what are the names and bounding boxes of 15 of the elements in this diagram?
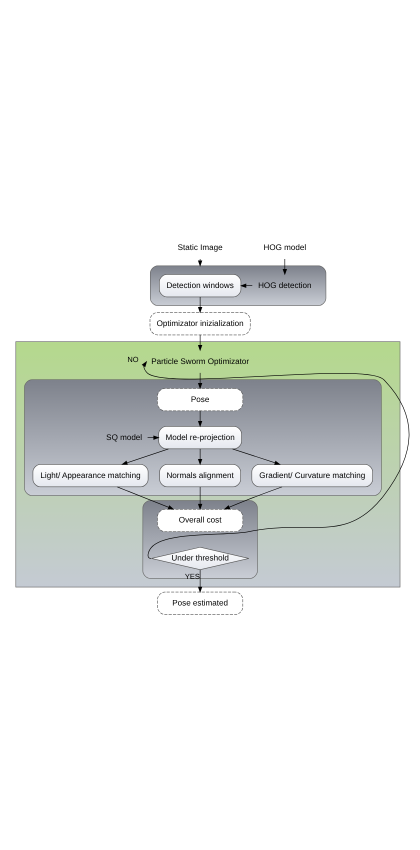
arrow [282, 258, 287, 275]
cluster [24, 378, 382, 496]
arrow [198, 569, 202, 592]
arrow [232, 448, 281, 464]
arrow [198, 410, 202, 427]
cluster [150, 264, 326, 306]
arrow [117, 486, 174, 510]
arrow [121, 448, 169, 464]
arrow [198, 372, 202, 389]
arrow [198, 334, 202, 351]
arrow [198, 448, 202, 465]
arrow [198, 296, 202, 313]
arrow [224, 486, 282, 510]
arrow [198, 486, 202, 510]
cluster [142, 500, 258, 578]
